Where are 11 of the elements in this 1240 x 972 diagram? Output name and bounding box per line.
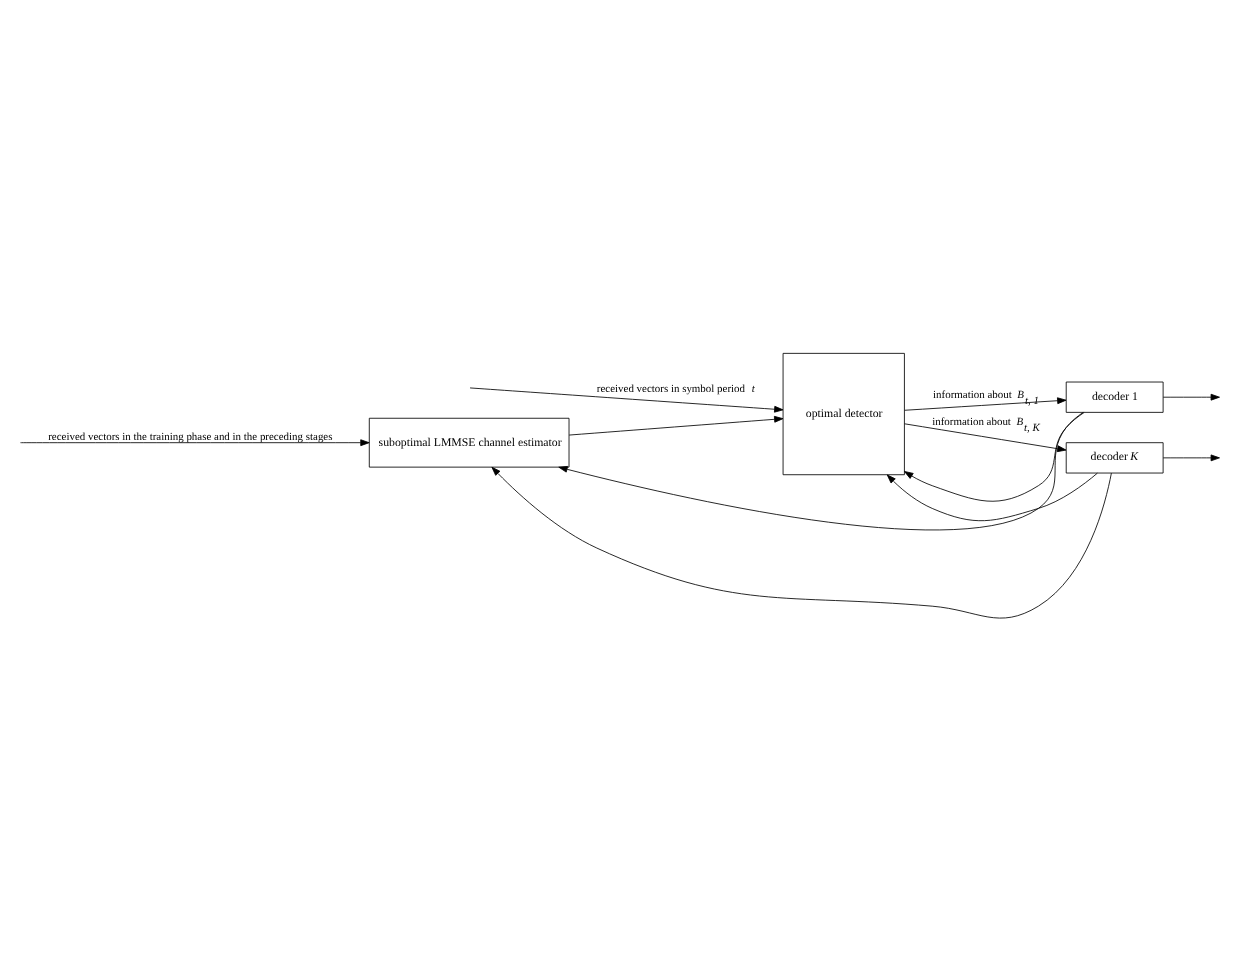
- arrow: [1162, 454, 1220, 462]
- arrow: [904, 412, 1085, 502]
- arrow: [469, 387, 784, 413]
- arrow: [558, 412, 1084, 531]
- arrow: [904, 397, 1067, 411]
- arrow: [491, 466, 1112, 619]
- arrow: [886, 472, 1098, 522]
- arrow: [904, 423, 1067, 453]
- arrow: [568, 415, 784, 436]
- arrow: [1162, 393, 1220, 401]
- arrow: [20, 439, 370, 447]
